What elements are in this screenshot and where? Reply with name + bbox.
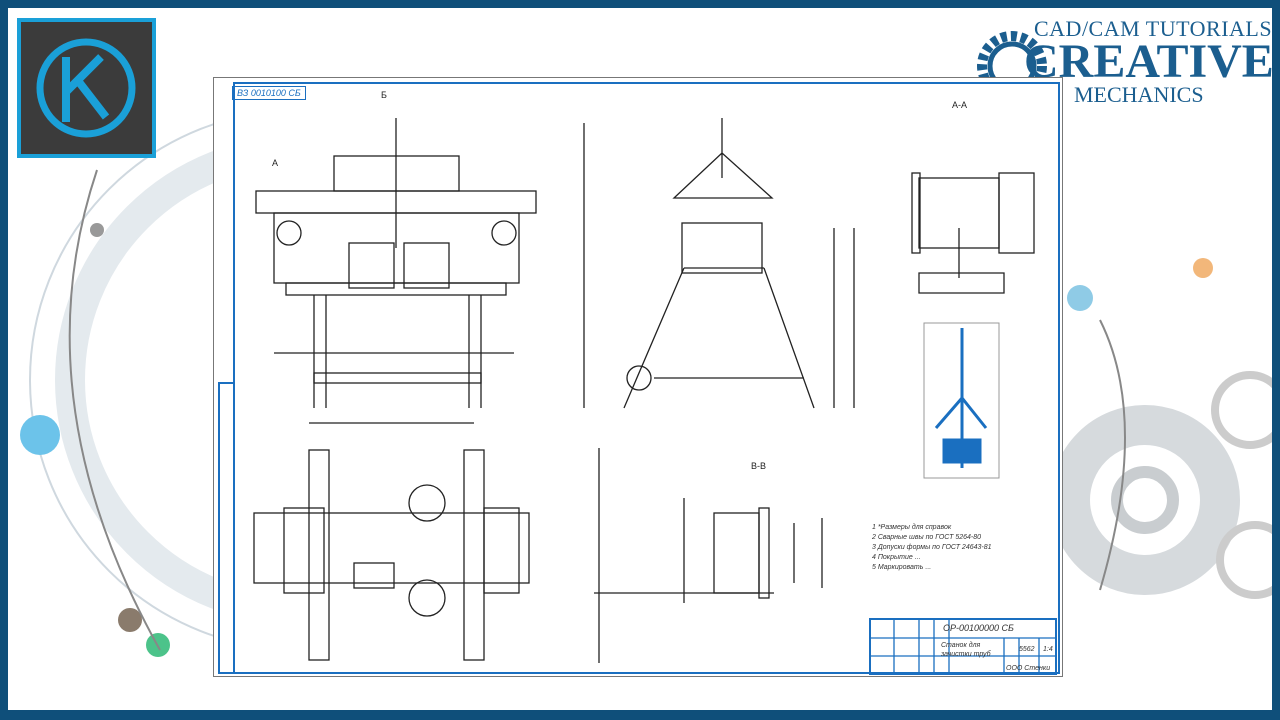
drawing-code: ОР-00100000 СБ [943, 623, 1014, 633]
brand-tagline: CAD/CAM TUTORIALS [1034, 16, 1273, 41]
brand-sub: MECHANICS [1074, 82, 1204, 107]
title-block: ОР-00100000 СБ Станок для зачистки труб … [869, 618, 1057, 675]
k-logo [17, 18, 156, 158]
drawing-scale: 1:4 [1043, 646, 1053, 653]
view-label-a: А [272, 158, 279, 168]
drawing-stamp: ВЗ 0010100 СБ [232, 86, 306, 100]
note: 5 Маркировать ... [872, 564, 932, 571]
section-label-bb: В-В [751, 461, 767, 471]
drawing-sheet: ВЗ 0010100 СБ А-А В-В Б А 1 *Размеры для… [213, 77, 1063, 677]
assembly-drawing [218, 82, 1060, 675]
brand-name: CREATIVE [1024, 35, 1274, 88]
section-label-aa: А-А [952, 100, 968, 110]
note: 1 *Размеры для справок [872, 524, 952, 531]
note: 2 Сварные швы по ГОСТ 5264-80 [872, 534, 982, 541]
detail-callout [923, 322, 1000, 479]
technical-notes: 1 *Размеры для справок 2 Сварные швы по … [872, 523, 1052, 573]
note: 3 Допуски формы по ГОСТ 24643-81 [872, 544, 992, 551]
drawing-name: Станок для зачистки труб [941, 642, 991, 658]
note: 4 Покрытие ... [872, 554, 921, 561]
view-label-b: Б [381, 90, 387, 100]
drawing-sheet-number: 5562 [1019, 646, 1035, 653]
organization: ООО Стенки [1006, 665, 1051, 672]
